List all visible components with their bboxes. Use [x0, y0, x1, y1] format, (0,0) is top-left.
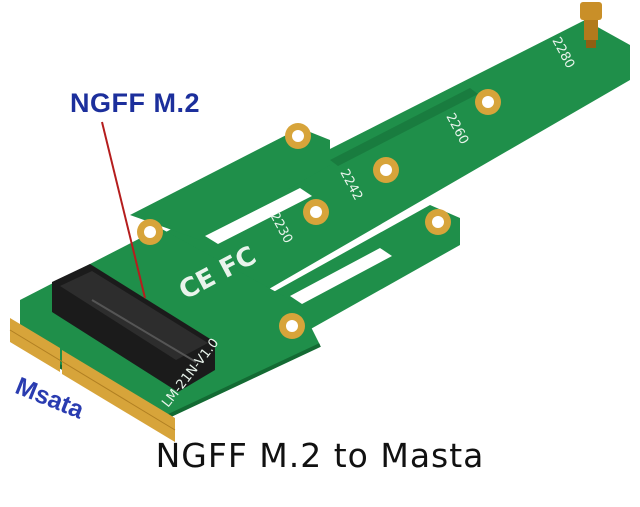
mounting-holes [137, 89, 501, 339]
ngff-callout-label: NGFF M.2 [70, 88, 200, 118]
msata-gold-fingers [9, 318, 176, 442]
m2-socket [52, 264, 215, 392]
product-caption: NGFF M.2 to Masta [155, 436, 485, 475]
callout-pointer [101, 121, 146, 299]
standoff-screw [580, 2, 602, 48]
